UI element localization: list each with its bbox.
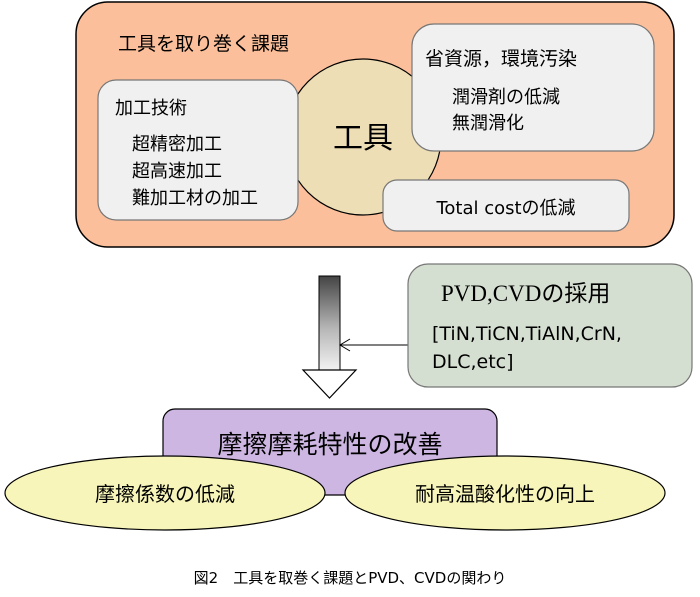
resource-box (411, 23, 655, 152)
down-arrow-head (301, 369, 358, 399)
cost-box-label: Total costの低減 (435, 198, 575, 219)
figure-caption: 図2 工具を取巻く課題とPVD、CVDの関わり (194, 569, 507, 587)
processing-box-title: 加工技術 (115, 98, 187, 119)
pointer-arrow-head (339, 338, 351, 352)
outer-box-title: 工具を取り巻く課題 (118, 33, 289, 55)
right-ellipse (344, 455, 666, 531)
down-arrow-shaft (318, 275, 341, 371)
resource-item: 無潤滑化 (452, 113, 524, 134)
coating-box-line2: DLC,etc] (432, 351, 514, 373)
coating-box-line1: [TiN,TiCN,TiAlN,CrN, (432, 323, 622, 345)
processing-box (97, 79, 299, 221)
coating-box-title: PVD,CVDの採用 (441, 281, 610, 306)
coating-box (407, 263, 693, 388)
resource-box-title: 省資源，環境汚染 (425, 48, 577, 70)
cost-box (382, 179, 630, 232)
processing-item: 超精密加工 (132, 134, 222, 155)
center-label: 工具 (333, 121, 393, 156)
left-ellipse-label: 摩擦係数の低減 (95, 482, 235, 506)
processing-item: 超高速加工 (132, 161, 222, 182)
resource-item: 潤滑剤の低減 (452, 87, 560, 108)
right-ellipse-label: 耐高温酸化性の向上 (415, 482, 595, 506)
left-ellipse (4, 455, 326, 531)
processing-item: 難加工材の加工 (132, 188, 258, 209)
result-box-label: 摩擦摩耗特性の改善 (217, 430, 442, 459)
